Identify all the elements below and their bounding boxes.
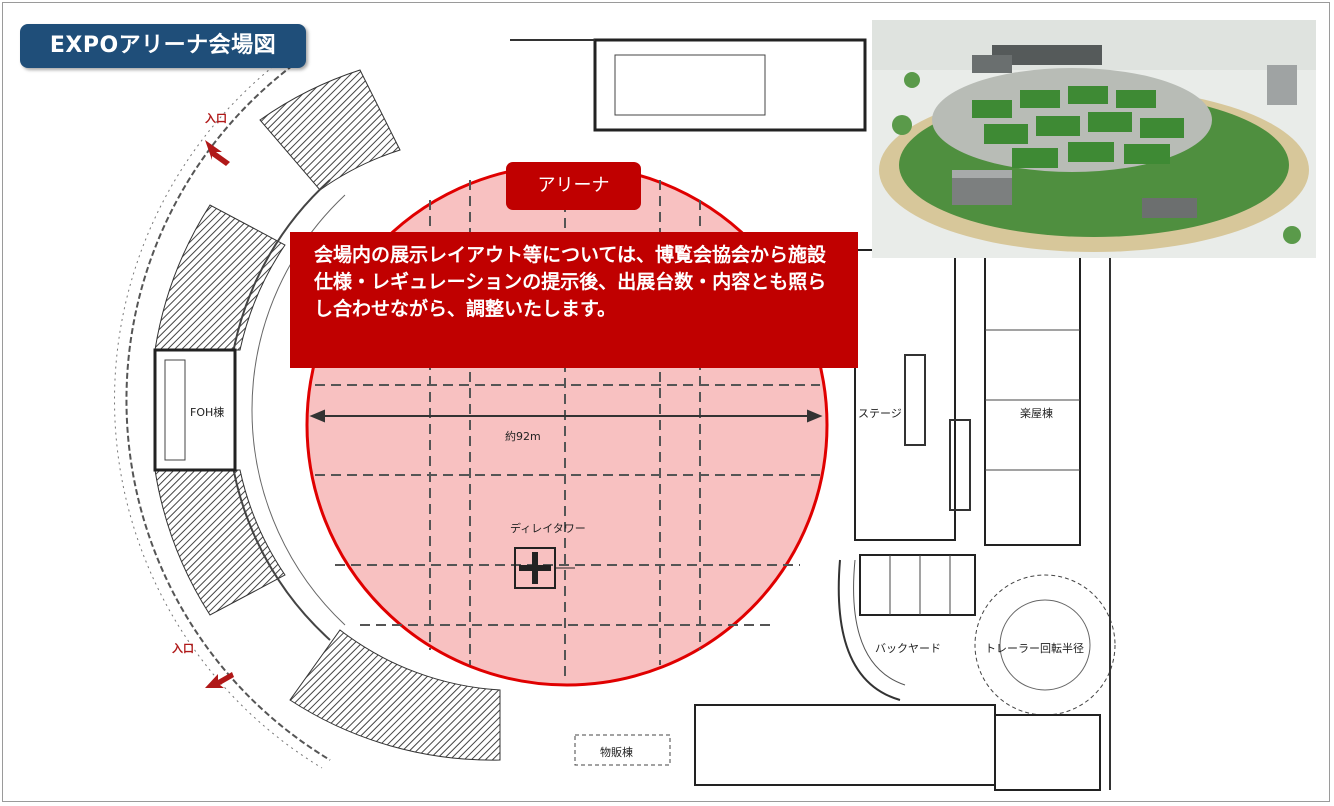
trailer-turn-circle xyxy=(974,574,1116,716)
stage-label: ステージ xyxy=(858,407,902,420)
dressing-room-label: 楽屋棟 xyxy=(1020,407,1053,420)
delay-tower xyxy=(514,547,575,589)
foh-label: FOH棟 xyxy=(190,406,225,419)
delay-tower-label: ディレイタワー xyxy=(510,522,586,535)
entrance-label-bottom: 入口 xyxy=(172,642,194,655)
entrance-arrow-bottom xyxy=(205,672,234,688)
goods-building xyxy=(694,704,996,786)
goods-building-label: 物販棟 xyxy=(600,746,633,759)
arena-3d-rendering xyxy=(872,20,1316,258)
page-title: EXPOアリーナ会場図 xyxy=(20,24,306,68)
dimension-label: 約92m xyxy=(505,430,541,443)
seating-block-lower xyxy=(154,469,286,616)
layout-note: 会場内の展示レイアウト等については、博覧会協会から施設仕様・レギュレーションの提… xyxy=(290,232,858,368)
arena-label: アリーナ xyxy=(506,162,641,210)
arena-render-image xyxy=(872,20,1316,258)
dimension-arrow xyxy=(309,409,823,423)
seating-block-top xyxy=(259,69,401,191)
entrance-arrow-top xyxy=(205,140,230,166)
backyard-label: バックヤード xyxy=(875,642,941,655)
entrance-label-top: 入口 xyxy=(205,112,227,125)
seating-block-bottom xyxy=(289,629,501,761)
trailer-radius-label: トレーラー回転半径 xyxy=(985,642,1084,655)
top-building xyxy=(593,38,867,132)
foh-building xyxy=(153,348,237,472)
seating-block-upper xyxy=(154,204,286,351)
